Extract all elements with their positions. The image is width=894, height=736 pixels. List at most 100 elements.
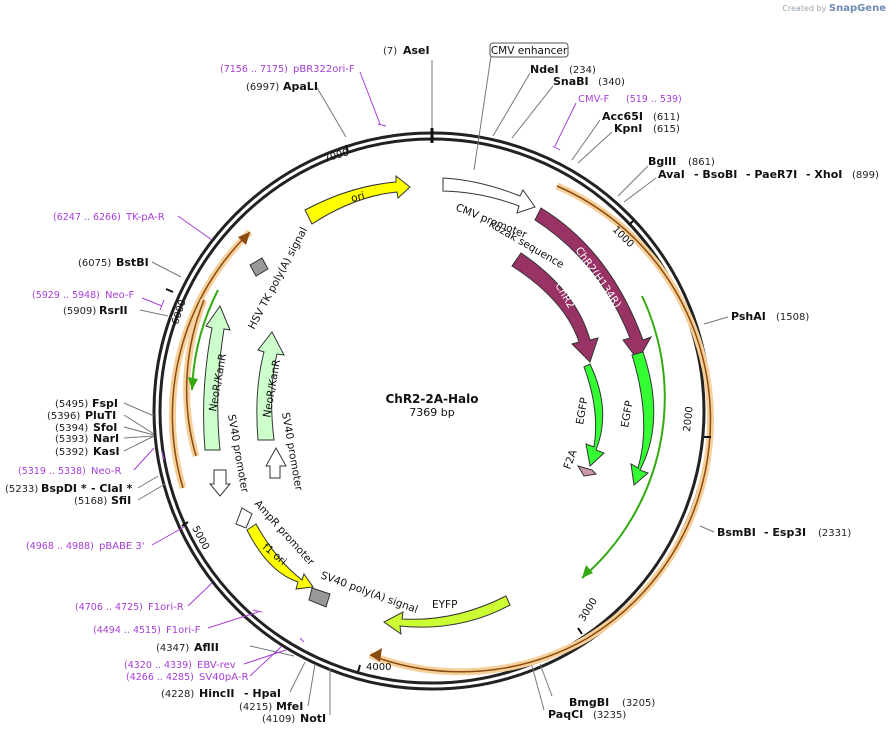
- enzyme-ndei[interactable]: NdeI(234): [530, 63, 596, 76]
- plasmid-name: ChR2-2A-Halo: [385, 392, 478, 406]
- svg-text:(4968 .. 4988): (4968 .. 4988): [26, 541, 94, 552]
- feature-hsv-tk-polya[interactable]: HSV TK poly(A) signal: [246, 225, 310, 331]
- feature-cmv-promoter[interactable]: [442, 177, 536, 214]
- feature-egfp-inner[interactable]: EGFP: [574, 363, 605, 467]
- primer-sv40pa-r[interactable]: (4266 .. 4285)SV40pA-R: [126, 672, 248, 683]
- svg-text:BspDI *: BspDI *: [41, 482, 87, 495]
- enzyme-acc65i[interactable]: Acc65I(611): [602, 110, 680, 123]
- feature-neor-kanr-inner[interactable]: NeoR/KanR: [256, 331, 285, 441]
- enzyme-pluti[interactable]: (5396)PluTI: [47, 409, 116, 422]
- svg-text:NdeI: NdeI: [530, 63, 559, 76]
- svg-text:KasI: KasI: [93, 445, 120, 458]
- svg-text:(4320 .. 4339): (4320 .. 4339): [124, 660, 192, 671]
- feature-label-f2a: F2A: [562, 447, 580, 471]
- feature-label-sv40-polya: SV40 poly(A) signal: [319, 570, 419, 616]
- svg-text:SnaBI: SnaBI: [553, 75, 589, 88]
- svg-text:SfoI: SfoI: [93, 421, 117, 434]
- enzyme-asei[interactable]: (7)AseI: [383, 44, 430, 57]
- svg-text:(5319 .. 5338): (5319 .. 5338): [18, 466, 86, 477]
- svg-text:(5495): (5495): [55, 399, 88, 410]
- svg-text:(5394): (5394): [55, 423, 88, 434]
- enzyme-hincii[interactable]: (4228)HincII- HpaI: [161, 687, 281, 700]
- svg-text:BglII: BglII: [648, 155, 676, 168]
- primer-neo-f[interactable]: (5929 .. 5948) Neo-F: [32, 290, 135, 301]
- svg-text:(3235): (3235): [593, 710, 626, 721]
- tick-3000: 3000: [577, 596, 600, 623]
- primer-cmv-f[interactable]: CMV-F(519 .. 539): [578, 94, 682, 105]
- cmv-enhancer-callout[interactable]: CMV enhancer: [489, 42, 569, 58]
- cmv-enhancer-label: CMV enhancer: [491, 45, 568, 57]
- enzyme-bstbi[interactable]: (6075)BstBI: [78, 256, 149, 269]
- svg-text:(5929 .. 5948): (5929 .. 5948): [32, 290, 100, 301]
- feature-label-egfp-outer: EGFP: [619, 400, 636, 429]
- feature-label-hsv-tk-polya: HSV TK poly(A) signal: [246, 225, 310, 331]
- svg-text:(1508): (1508): [776, 312, 809, 323]
- svg-text:- ClaI *: - ClaI *: [91, 482, 133, 495]
- enzyme-sfoi[interactable]: (5394) SfoI: [55, 421, 117, 434]
- feature-eyfp[interactable]: EYFP: [383, 595, 511, 636]
- svg-text:(6997): (6997): [246, 82, 279, 93]
- feature-label-egfp-inner: EGFP: [574, 397, 591, 426]
- tick-2000: 2000: [682, 406, 696, 432]
- credit-prefix: Created by: [782, 4, 827, 13]
- svg-text:Neo-F: Neo-F: [105, 290, 135, 301]
- primer-labels: (7156 .. 7175)pBR322ori-F CMV-F(519 .. 5…: [18, 64, 682, 683]
- enzyme-bmgbi[interactable]: BmgBI(3205): [569, 696, 655, 709]
- svg-text:(5233): (5233): [5, 484, 38, 495]
- feature-label-eyfp: EYFP: [432, 599, 457, 611]
- primer-pbabe-3[interactable]: (4968 .. 4988)pBABE 3': [26, 541, 145, 552]
- enzyme-labels: (7)AseI NdeI(234) SnaBI(340) Acc65I(611)…: [5, 44, 879, 725]
- enzyme-fspi[interactable]: (5495)FspI: [55, 397, 118, 410]
- svg-text:- HpaI: - HpaI: [244, 687, 281, 700]
- enzyme-apali[interactable]: (6997) ApaLI: [246, 80, 318, 93]
- enzyme-bsmbi[interactable]: BsmBI- Esp3I(2331): [717, 526, 851, 539]
- feature-neor-kanr-outer[interactable]: NeoR/KanR: [203, 304, 231, 451]
- enzyme-sfii[interactable]: (5168)SfiI: [74, 494, 131, 507]
- enzyme-nari[interactable]: (5393)NarI: [55, 432, 119, 445]
- svg-text:Neo-R: Neo-R: [91, 466, 122, 477]
- orf-line-right: [556, 185, 712, 640]
- enzyme-avai[interactable]: AvaI - BsoBI - PaeR7I - XhoI (899): [658, 168, 879, 181]
- feature-ori[interactable]: ori: [304, 174, 411, 225]
- enzyme-aflii[interactable]: (4347)AflII: [156, 641, 219, 654]
- enzyme-snabi[interactable]: SnaBI(340): [553, 75, 625, 88]
- enzyme-bglii[interactable]: BglII(861): [648, 155, 715, 168]
- svg-text:PaqCI: PaqCI: [548, 708, 583, 721]
- svg-text:ApaLI: ApaLI: [283, 80, 318, 93]
- svg-text:RsrII: RsrII: [99, 304, 128, 317]
- feature-sv40-polya[interactable]: SV40 poly(A) signal: [308, 570, 419, 616]
- enzyme-noti[interactable]: (4109)NotI: [262, 712, 326, 725]
- svg-text:(2331): (2331): [818, 528, 851, 539]
- feature-egfp-outer[interactable]: EGFP: [619, 351, 655, 486]
- svg-text:(519 .. 539): (519 .. 539): [626, 94, 682, 105]
- primer-f1ori-r[interactable]: (4706 .. 4725)F1ori-R: [75, 602, 184, 613]
- svg-text:AseI: AseI: [403, 44, 430, 57]
- enzyme-bspdi[interactable]: (5233)BspDI * - ClaI *: [5, 482, 133, 495]
- svg-text:BstBI: BstBI: [116, 256, 149, 269]
- svg-text:pBR322ori-F: pBR322ori-F: [293, 64, 355, 75]
- orf-green-left-arrow: [188, 377, 198, 390]
- enzyme-pshai[interactable]: PshAI(1508): [731, 310, 809, 323]
- svg-text:(4347): (4347): [156, 643, 189, 654]
- primer-pbr322ori-f[interactable]: (7156 .. 7175)pBR322ori-F: [220, 64, 355, 75]
- enzyme-kpni[interactable]: KpnI(615): [614, 122, 680, 135]
- orf-arrow-bottom: [370, 648, 382, 662]
- enzyme-kasi[interactable]: (5392)KasI: [55, 445, 120, 458]
- tick-6000: 6000: [170, 298, 188, 326]
- svg-text:(4228): (4228): [161, 689, 194, 700]
- svg-text:(615): (615): [653, 124, 680, 135]
- primer-leader-lines: [133, 71, 577, 677]
- orf-line-left: [171, 231, 251, 489]
- primer-f1ori-f[interactable]: (4494 .. 4515)F1ori-F: [93, 625, 201, 636]
- svg-text:(4109): (4109): [262, 714, 295, 725]
- enzyme-mfei[interactable]: (4215)MfeI: [239, 700, 303, 713]
- primer-neo-r[interactable]: (5319 .. 5338) Neo-R: [18, 466, 122, 477]
- primer-ebv-rev[interactable]: (4320 .. 4339)EBV-rev: [124, 660, 236, 671]
- primer-tk-pa-r[interactable]: (6247 .. 6266)TK-pA-R: [53, 212, 165, 223]
- enzyme-paqci[interactable]: PaqCI (3235): [548, 708, 626, 721]
- snapgene-logo: SnapGene: [828, 3, 886, 14]
- orf-green-right-arrow: [582, 565, 593, 578]
- svg-text:BsmBI: BsmBI: [717, 526, 756, 539]
- orf-line-left-inner: [185, 299, 205, 457]
- enzyme-rsrii[interactable]: (5909)RsrII: [63, 304, 128, 317]
